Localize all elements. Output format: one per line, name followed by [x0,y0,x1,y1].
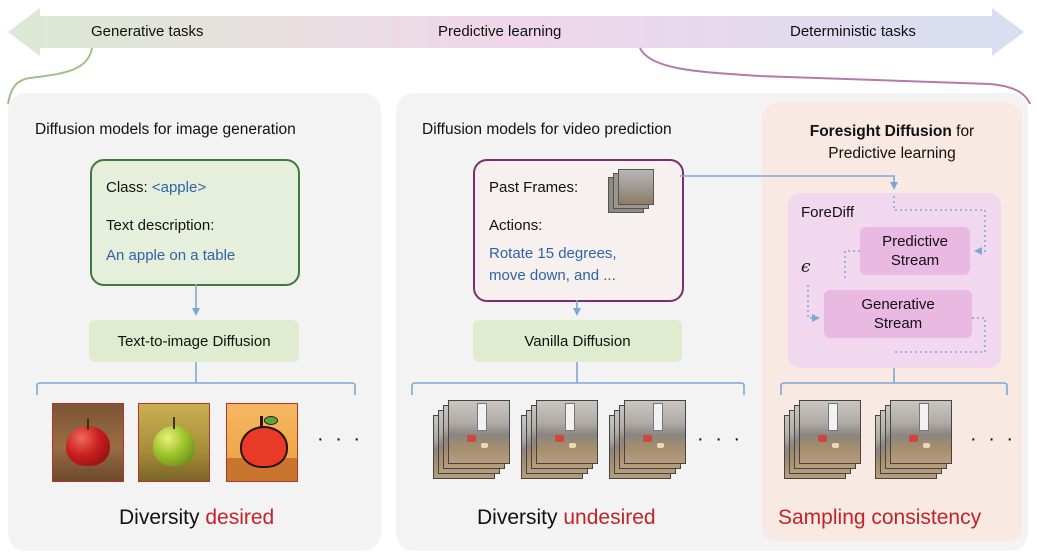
result-prefix: Diversity [477,506,558,529]
video-frame [890,400,952,464]
video-panel-result: Diversity undesired [477,506,656,530]
banner-arrow [8,8,1024,56]
vanilla-diffusion-block: Vanilla Diffusion [473,320,682,362]
foresight-more-ellipsis: · · · [970,428,1017,450]
class-value: <apple> [151,179,207,196]
banner-right-label: Deterministic tasks [790,23,916,40]
condition-box: Past Frames: Actions: Rotate 15 degrees,… [473,159,684,302]
forediff-module [788,193,1001,368]
video-panel-title: Diffusion models for video prediction [422,121,672,138]
image-panel-title: Diffusion models for image generation [35,121,296,138]
epsilon-symbol: ϵ [801,257,811,277]
arrow-condition-to-foresight [680,175,898,190]
video-frame-stack [875,400,953,482]
foresight-result: Sampling consistency [778,506,982,529]
video-frame [799,400,861,464]
class-label: Class: [106,179,148,196]
dotted-generative-out [894,317,986,353]
foresight-title-rest: for [951,123,975,140]
predictive-line-1: Predictive [882,233,948,250]
bracket-image [36,382,356,395]
video-frame [448,400,510,464]
text-description-label: Text description: [106,217,215,234]
dotted-predictive-to-generative [844,250,860,281]
video-more-ellipsis: · · · [697,428,744,450]
text-description-value: An apple on a table [106,247,236,264]
result-prefix: Diversity [119,506,200,529]
bracket-video [411,382,745,395]
banner-left-label: Generative tasks [91,23,204,40]
video-frame-stack [609,400,687,482]
video-frame [624,400,686,464]
apple-image-cartoon [226,403,298,482]
past-frames-label: Past Frames: [489,179,579,196]
text-to-image-diffusion-block: Text-to-image Diffusion [89,320,299,362]
video-frame [536,400,598,464]
apple-image-red [52,403,124,482]
foresight-title: Foresight Diffusion for Predictive learn… [762,121,1022,165]
actions-line-1: Rotate 15 degrees, [489,245,617,262]
image-more-ellipsis: · · · [317,428,364,450]
predictive-line-2: Stream [890,252,940,269]
result-emphasis: undesired [563,506,656,529]
dotted-to-predictive [893,196,986,255]
dotted-epsilon-to-generative [807,285,820,322]
forediff-label: ForeDiff [801,204,855,221]
generative-line-1: Generative [861,296,935,313]
video-frame-stack [784,400,862,482]
generative-line-2: Stream [873,315,923,332]
foresight-title-line2: Predictive learning [828,145,956,162]
bracket-foresight [780,382,1008,395]
apple-image-green [138,403,210,482]
actions-label: Actions: [489,217,543,234]
past-frames-thumbnail [608,169,654,213]
banner-center-label: Predictive learning [438,23,562,40]
result-emphasis: desired [205,506,275,529]
actions-line-2: move down, and ... [489,267,616,284]
generative-connector [7,47,93,105]
image-panel-result: Diversity desired [119,506,274,530]
video-frame-stack [433,400,511,482]
foresight-title-bold: Foresight Diffusion [809,123,952,140]
predictive-connector [639,47,1031,105]
video-frame-stack [521,400,599,482]
text-condition-box: Class: <apple> Text description: An appl… [90,159,300,286]
